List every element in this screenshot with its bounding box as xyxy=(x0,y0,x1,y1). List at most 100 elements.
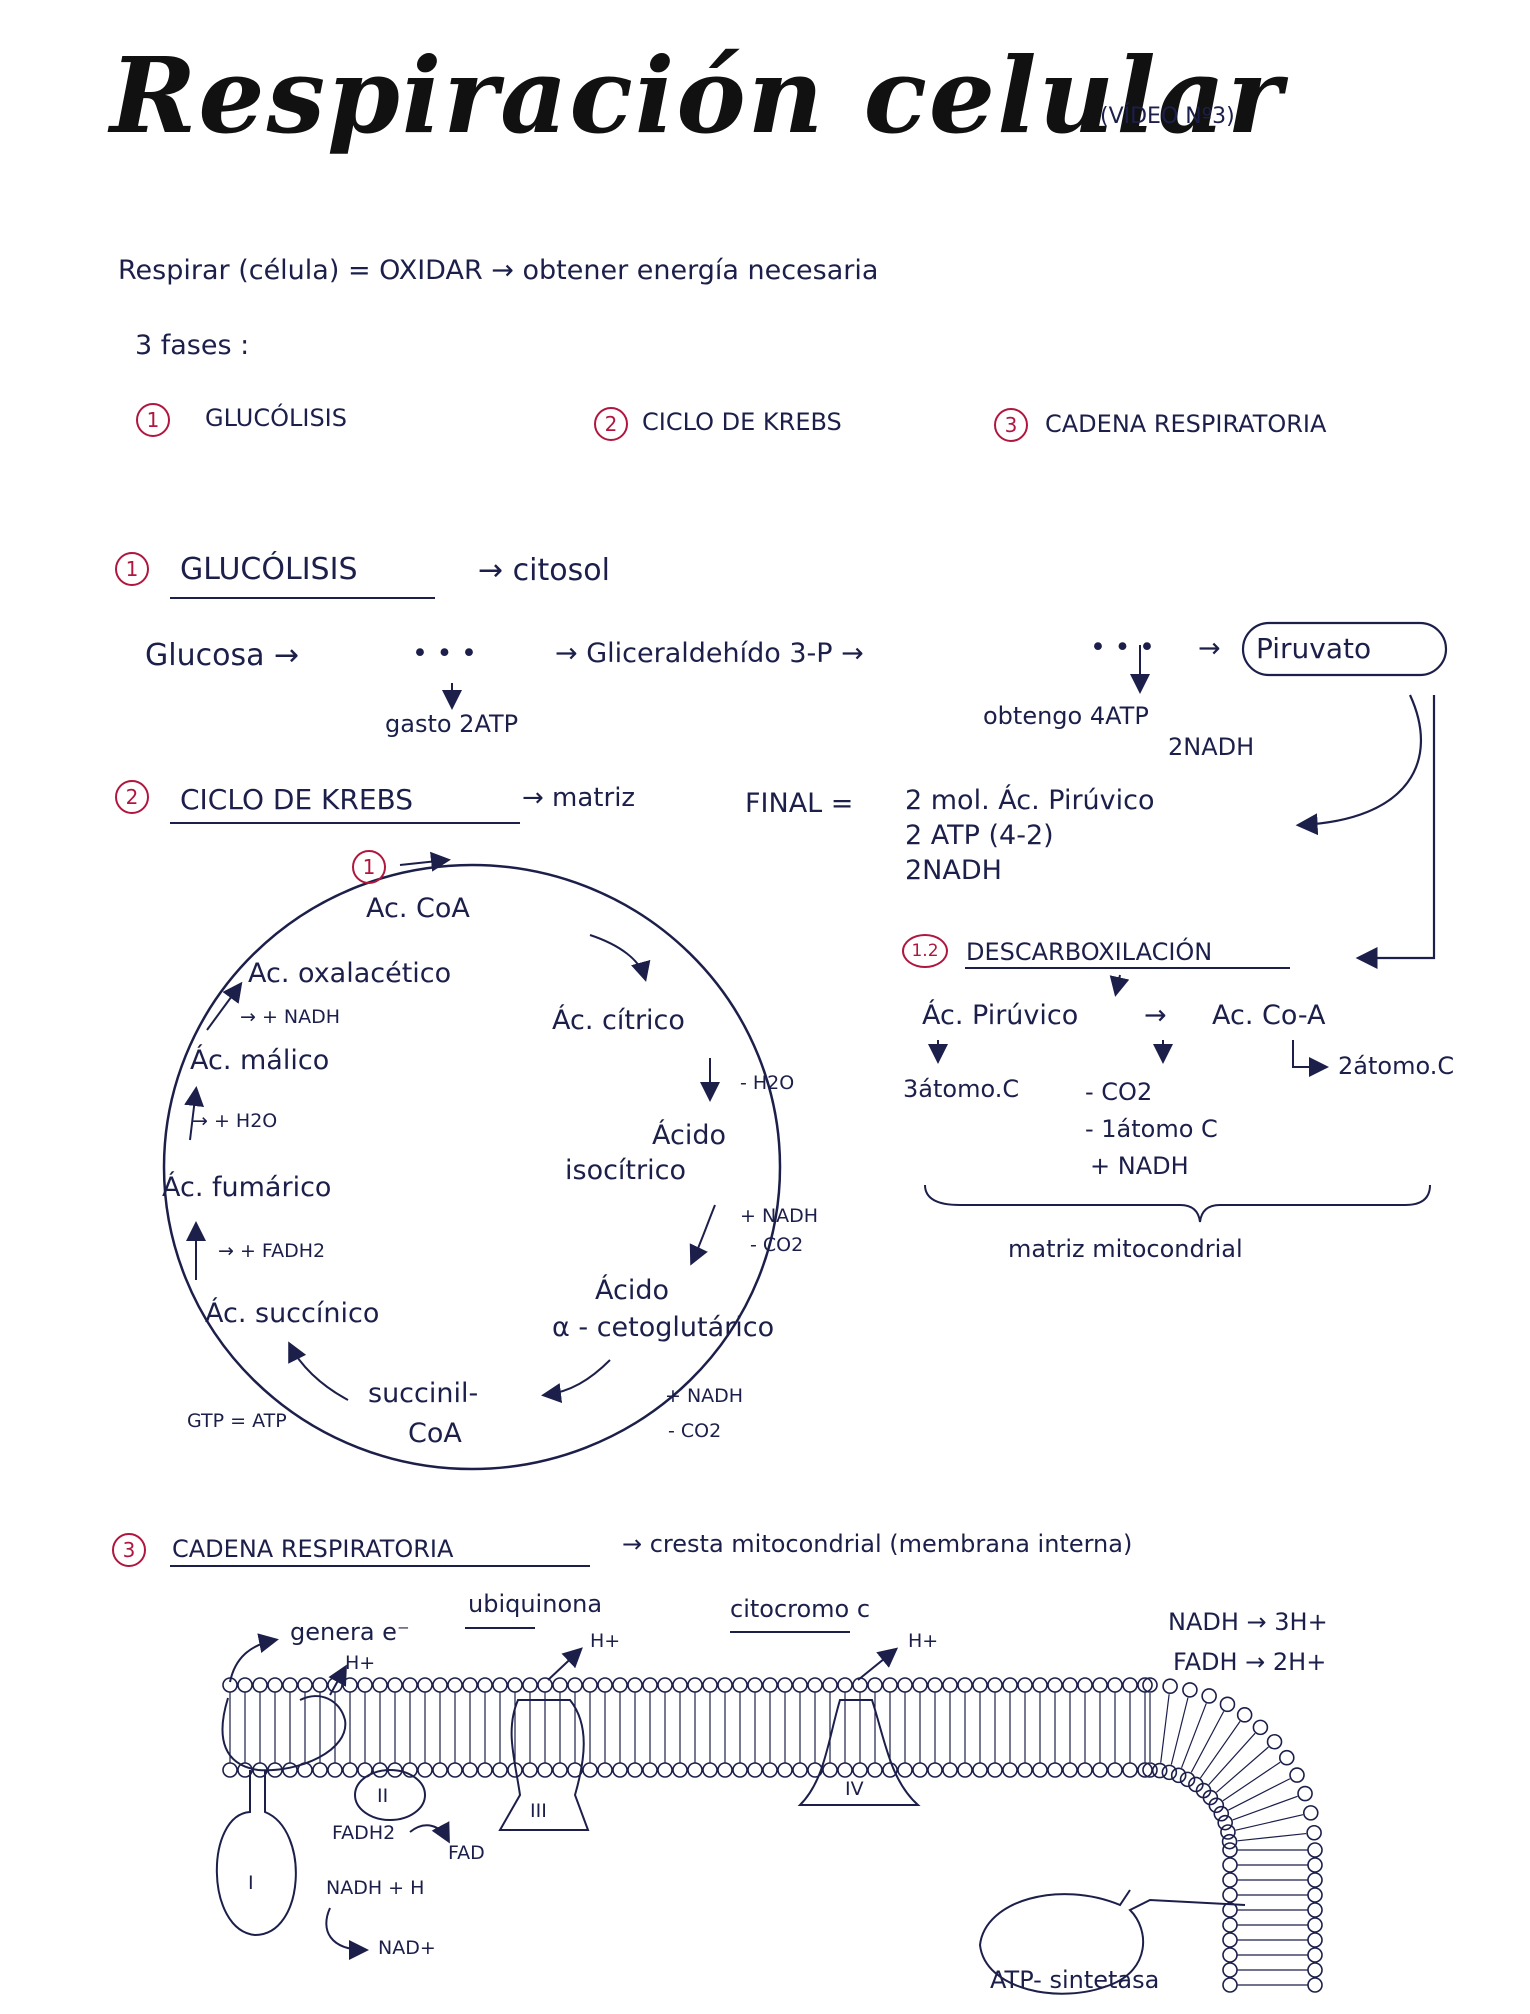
complex-1-shape xyxy=(221,1695,347,1772)
obtengo-label: obtengo 4ATP xyxy=(983,702,1149,730)
descarb-arrow: → xyxy=(1144,1000,1167,1031)
video-note: (VÍDEO Nº3) xyxy=(1100,104,1235,129)
complex-1-stalk xyxy=(215,1770,297,1937)
ceto-to-succinil-arrow xyxy=(541,1359,611,1404)
descarb-title: DESCARBOXILACIÓN xyxy=(966,938,1213,966)
definition-line: Respirar (célula) = OXIDAR → obtener ene… xyxy=(118,255,879,286)
final-label: FINAL = xyxy=(745,788,854,819)
node-h2o-mal: → + H2O xyxy=(192,1110,278,1132)
phases-label: 3 fases : xyxy=(135,330,250,361)
citocromo-label: citocromo c xyxy=(730,1595,871,1623)
cadena-title: CADENA RESPIRATORIA xyxy=(172,1535,454,1563)
glucolisis-nadh: 2NADH xyxy=(1168,733,1255,761)
genera-label: genera e⁻ xyxy=(290,1618,410,1646)
phase-3-label: CADENA RESPIRATORIA xyxy=(1045,410,1327,438)
inner-membrane xyxy=(222,1677,1323,1993)
node-fumarico: Ác. fumárico xyxy=(162,1172,332,1203)
fad-label: FAD xyxy=(448,1842,485,1864)
node-malico: Ác. málico xyxy=(190,1045,330,1076)
complex-1-label: I xyxy=(248,1872,254,1894)
krebs-badge: 2 xyxy=(115,780,149,814)
piruvato-to-final-arrow xyxy=(1295,694,1423,836)
node-h2o-cit: - H2O xyxy=(740,1072,795,1094)
acoa-to-citrico-arrow xyxy=(589,934,651,982)
atp-synthase-shape xyxy=(978,1889,1246,1995)
descarb-nadh: + NADH xyxy=(1090,1152,1189,1180)
complex-2-label: II xyxy=(377,1785,389,1807)
fadh2-arrow xyxy=(409,1821,450,1844)
fadh2-label: FADH2 xyxy=(332,1822,396,1844)
phase-1-label: GLUCÓLISIS xyxy=(205,404,347,432)
nad-label: NAD+ xyxy=(378,1937,436,1959)
phase-3-badge: 3 xyxy=(994,408,1028,442)
final-line-3: 2NADH xyxy=(905,855,1002,886)
dots-1: • • • xyxy=(412,638,477,669)
genera-arrow xyxy=(229,1633,279,1683)
descarb-c1: - 1átomo C xyxy=(1085,1115,1218,1143)
cycle-start-arrow xyxy=(399,851,451,872)
dots-2: • • • xyxy=(1090,632,1155,663)
node-gtp: GTP = ATP xyxy=(187,1410,287,1432)
descarb-brace xyxy=(924,1184,1431,1223)
h-arrow-3 xyxy=(857,1647,899,1681)
cadena-badge: 3 xyxy=(112,1533,146,1567)
cycle-start-badge: 1 xyxy=(352,850,386,884)
succinil-to-succinico-arrow xyxy=(288,1341,349,1401)
ubiquinona-label: ubiquinona xyxy=(468,1590,603,1618)
arrow-to-piruvato: → xyxy=(1198,633,1221,664)
atp-sintetasa-label: ATP- sintetasa xyxy=(990,1966,1160,1994)
node-nadh-oxal: → + NADH xyxy=(240,1006,341,1028)
node-isocitrico-1: Ácido xyxy=(652,1120,726,1151)
h-plus-3: H+ xyxy=(908,1630,939,1652)
gliceraldehido-label: → Gliceraldehído 3-P → xyxy=(555,638,864,669)
complex-4-label: IV xyxy=(845,1778,864,1800)
descarb-c2: 2átomo.C xyxy=(1338,1052,1455,1080)
nadh-plus-label: NADH + H xyxy=(326,1877,425,1899)
phase-1-badge: 1 xyxy=(136,403,170,437)
malico-to-oxal-arrow xyxy=(206,981,243,1031)
glucosa-label: Glucosa → xyxy=(145,638,300,673)
complex-3-label: III xyxy=(530,1800,547,1822)
node-acoa: Ac. CoA xyxy=(366,893,470,924)
node-co2-iso: - CO2 xyxy=(750,1234,804,1256)
descarb-top-arrow xyxy=(1109,974,1130,997)
nadh-arrow xyxy=(325,1907,369,1960)
descarb-piruvico: Ác. Pirúvico xyxy=(922,1000,1079,1031)
page-title: Respiración celular xyxy=(110,34,1284,157)
descarb-c3: 3átomo.C xyxy=(903,1075,1020,1103)
node-citrico: Ác. cítrico xyxy=(552,1005,685,1036)
complex-4-shape xyxy=(797,1699,921,1806)
node-succinico: Ác. succínico xyxy=(205,1298,380,1329)
node-fadh2: → + FADH2 xyxy=(218,1240,326,1262)
node-ceto-1: Ácido xyxy=(595,1275,669,1306)
gasto-label: gasto 2ATP xyxy=(385,710,519,738)
complex-2-shape xyxy=(354,1769,426,1821)
fadh-2h: FADH → 2H+ xyxy=(1173,1648,1327,1676)
h-plus-2: H+ xyxy=(590,1630,621,1652)
h-plus-1: H+ xyxy=(345,1652,376,1674)
node-isocitrico-2: isocítrico xyxy=(565,1155,686,1186)
h-arrow-2 xyxy=(547,1647,583,1681)
piruvato-oval xyxy=(1241,621,1448,677)
node-succinil-1: succinil- xyxy=(368,1378,479,1409)
piruvato-label: Piruvato xyxy=(1256,632,1372,665)
descarb-location: matriz mitocondrial xyxy=(1008,1235,1243,1263)
descarb-acoa: Ac. Co-A xyxy=(1212,1000,1326,1031)
krebs-cycle-circle xyxy=(162,863,782,1471)
krebs-location: → matriz xyxy=(522,783,636,813)
node-nadh-ceto: + NADH xyxy=(665,1385,744,1407)
glucolisis-badge: 1 xyxy=(115,552,149,586)
glucolisis-title: GLUCÓLISIS xyxy=(180,552,358,587)
complex-3-shape xyxy=(498,1699,590,1831)
node-ceto-2: α - cetoglutárico xyxy=(552,1312,775,1343)
piruvato-to-descarb-line xyxy=(1355,695,1436,969)
nadh-3h: NADH → 3H+ xyxy=(1168,1608,1328,1636)
node-succinil-2: CoA xyxy=(408,1418,462,1449)
cadena-location: → cresta mitocondrial (membrana interna) xyxy=(622,1530,1133,1558)
node-co2-ceto: - CO2 xyxy=(668,1420,722,1442)
phase-2-label: CICLO DE KREBS xyxy=(642,408,842,436)
isocitrico-to-ceto-arrow xyxy=(689,1204,716,1266)
descarb-co2: - CO2 xyxy=(1085,1078,1153,1106)
